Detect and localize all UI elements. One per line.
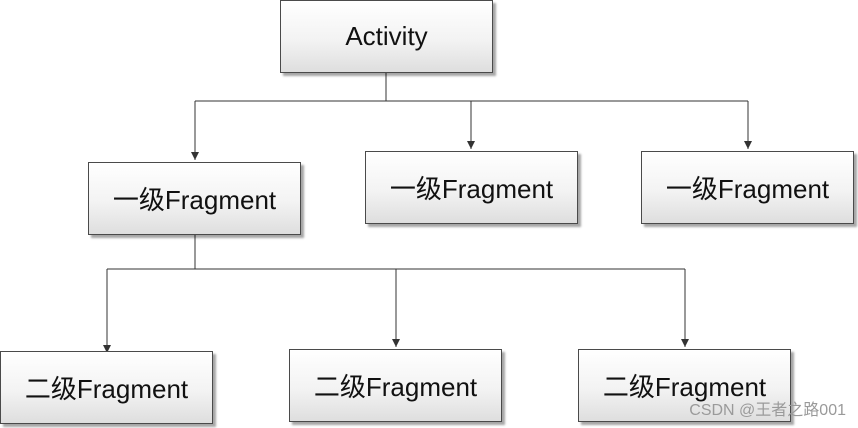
level1-fragment-node-2-label: 一级Fragment [389,174,554,204]
level2-fragment-node-2: 二级Fragment [289,349,502,422]
level1-fragment-node-3: 一级Fragment [641,151,854,224]
level1-fragment-node-3-label: 一级Fragment [665,174,830,204]
level2-fragment-node-2-label: 二级Fragment [313,372,478,402]
level2-fragment-node-3: 二级Fragment [578,349,791,422]
level2-fragment-node-1-label: 二级Fragment [24,374,189,404]
level1-fragment-node-2: 一级Fragment [365,151,578,224]
activity-node-label: Activity [345,21,428,51]
level1-fragment-node-1-label: 一级Fragment [112,185,277,215]
csdn-watermark: CSDN @王者之路001 [689,402,846,419]
level2-fragment-node-1: 二级Fragment [0,351,213,424]
level2-fragment-node-3-label: 二级Fragment [602,372,767,402]
activity-node: Activity [280,0,493,73]
level1-fragment-node-1: 一级Fragment [88,162,301,235]
